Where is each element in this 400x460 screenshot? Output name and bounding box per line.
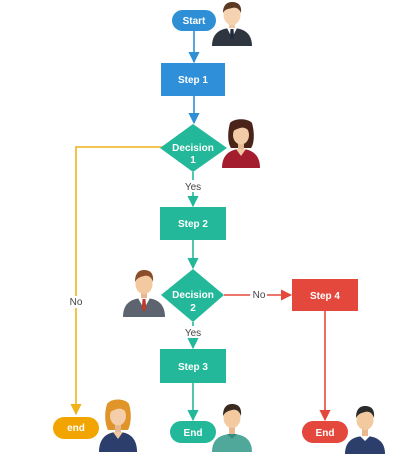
decision-1-label-line2: 1 (190, 155, 196, 166)
decision-2-label-line2: 2 (190, 303, 196, 314)
edge-label-d1-yes: Yes (185, 182, 201, 193)
person-man-gray-suit-icon (123, 270, 165, 317)
decision-1-label-line1: Decision (172, 143, 214, 154)
decision-2-label-line1: Decision (172, 290, 214, 301)
edge-label-d2-yes: Yes (185, 328, 201, 339)
person-man-navy-shirt-icon (345, 406, 385, 454)
start-label: Start (183, 16, 206, 27)
step-1-label: Step 1 (178, 75, 208, 86)
step-4-node: Step 4 (292, 279, 358, 311)
end-mid-label: End (184, 428, 203, 439)
step-3-node: Step 3 (160, 349, 226, 383)
decision-1-node: Decision 1 (160, 124, 227, 172)
step-1-node: Step 1 (161, 63, 225, 96)
end-right-label: End (316, 428, 335, 439)
person-woman-red-top-icon (222, 119, 260, 168)
step-3-label: Step 3 (178, 362, 208, 373)
end-node-middle: End (170, 421, 216, 443)
step-4-label: Step 4 (310, 291, 340, 302)
decision-2-node: Decision 2 (161, 269, 224, 322)
edge-label-d2-no: No (253, 290, 266, 301)
end-node-right: End (302, 421, 348, 443)
person-man-dark-suit-icon (212, 2, 252, 46)
step-2-node: Step 2 (160, 207, 226, 240)
start-node: Start (172, 10, 216, 31)
connector-decision1-end-left (70, 146, 163, 416)
edge-label-d1-no: No (70, 297, 83, 308)
end-node-left: end (53, 417, 99, 439)
person-man-teal-shirt-icon (212, 404, 252, 452)
person-woman-blue-top-icon (99, 399, 137, 452)
end-left-label: end (67, 423, 85, 434)
step-2-label: Step 2 (178, 219, 208, 230)
